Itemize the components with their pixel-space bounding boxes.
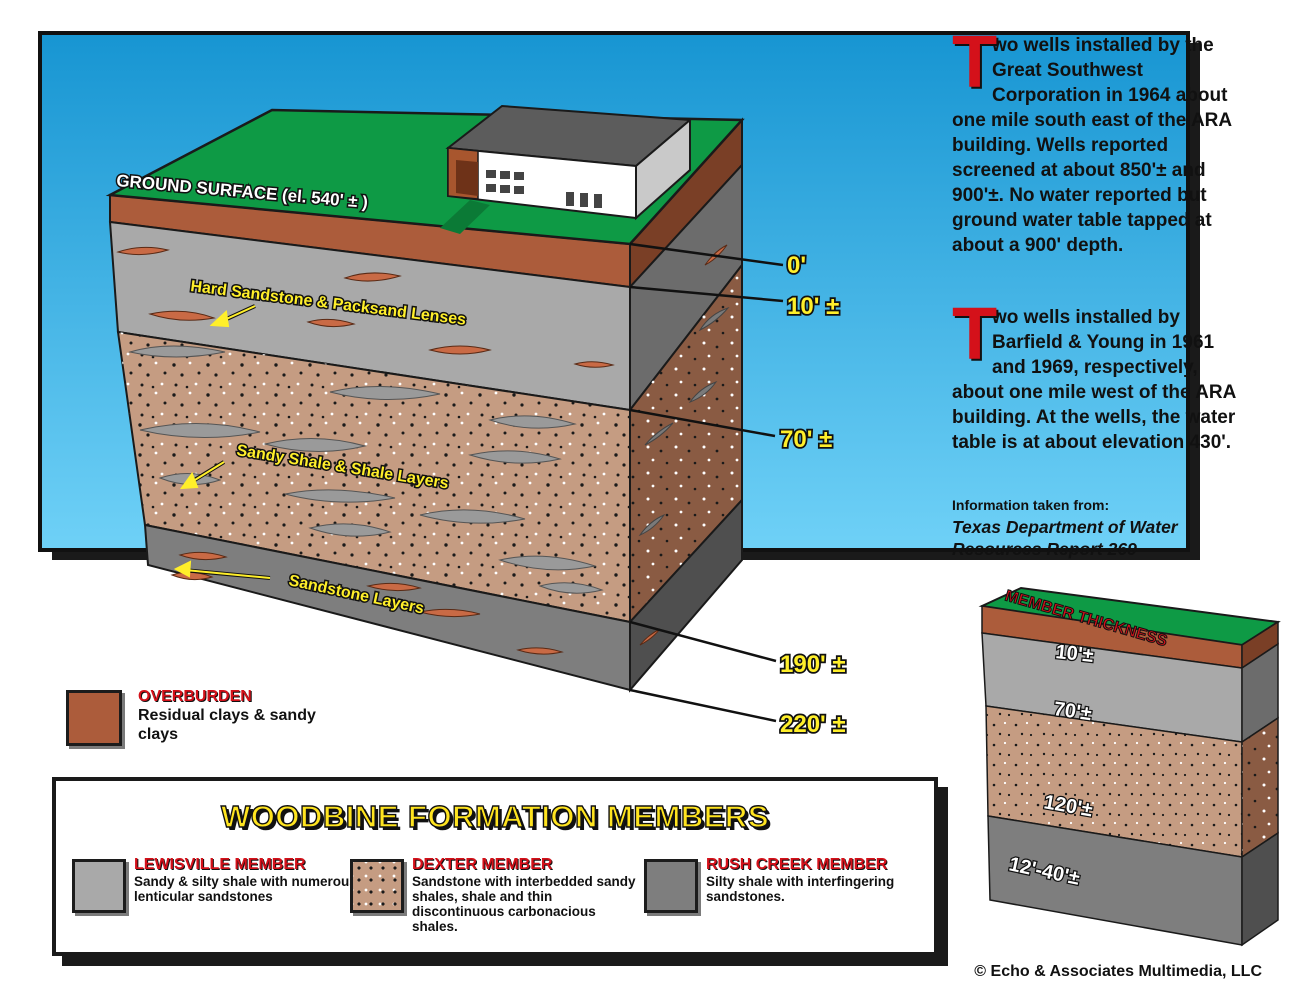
depth-label-70: 70' ± [780, 426, 832, 453]
rush-creek-description: Silty shale with interfingering sandston… [706, 874, 895, 904]
legend-title: WOODBINE FORMATION MEMBERS [220, 798, 769, 834]
source-heading: Information taken from: [952, 497, 1110, 513]
depth-label-10: 10' ± [787, 293, 839, 320]
block-front-face [108, 193, 631, 692]
member-thickness-block [978, 586, 1281, 947]
legend-item-lewisville: LEWISVILLE MEMBER Sandy & silty shale wi… [72, 856, 357, 946]
thickness-label-10: 10'± [1054, 641, 1094, 667]
note-1-text: wo wells installed by the Great Southwes… [952, 35, 1232, 256]
rush-creek-swatch [644, 859, 698, 913]
depth-label-220: 220' ± [780, 711, 846, 738]
lewisville-swatch [72, 859, 126, 913]
overburden-text: OVERBURDEN Residual clays & sandy clays [138, 688, 358, 744]
dexter-lenses [128, 345, 604, 594]
rush-creek-title: RUSH CREEK MEMBER [706, 856, 888, 873]
depth-label-0: 0' [787, 252, 806, 279]
rush-creek-side [629, 497, 743, 693]
block-right-face [629, 117, 743, 693]
note-2-dropcap: T [952, 292, 998, 375]
note-barfield-young: T wo wells installed by Barfield & Young… [952, 292, 1252, 455]
overburden-description: Residual clays & sandy clays [138, 707, 316, 743]
dexter-swatch [350, 859, 404, 913]
lewisville-lenses [116, 246, 615, 368]
lewisville-description: Sandy & silty shale with numerous lentic… [134, 874, 357, 904]
dexter-title: DEXTER MEMBER [412, 856, 553, 873]
copyright-notice: © Echo & Associates Multimedia, LLC [974, 963, 1262, 980]
overburden-key: OVERBURDEN Residual clays & sandy clays [66, 688, 366, 752]
dexter-front-dots [118, 332, 630, 622]
note-1-dropcap: T [952, 20, 998, 103]
legend-item-dexter: DEXTER MEMBER Sandstone with interbedded… [350, 856, 640, 946]
overburden-title: OVERBURDEN [138, 688, 252, 705]
lewisville-title: LEWISVILLE MEMBER [134, 856, 306, 873]
building-icon [440, 104, 693, 234]
source-citation: Texas Department of Water Resources Repo… [952, 517, 1178, 559]
woodbine-legend: WOODBINE FORMATION MEMBERS LEWISVILLE ME… [52, 777, 938, 956]
dexter-side-dots [630, 265, 742, 622]
source-info: Information taken from: Texas Department… [952, 497, 1252, 560]
dexter-description: Sandstone with interbedded sandy shales,… [412, 874, 636, 934]
legend-item-rush-creek: RUSH CREEK MEMBER Silty shale with inter… [644, 856, 934, 946]
rush-creek-lenses [170, 551, 564, 655]
callout-arrows-fill [173, 305, 271, 579]
overburden-swatch [66, 690, 122, 746]
depth-leader-lines [629, 242, 784, 723]
note-2-text: wo wells installed by Barfield & Young i… [952, 307, 1236, 453]
note-great-southwest: T wo wells installed by the Great Southw… [952, 20, 1252, 258]
thickness-label-70: 70'± [1052, 698, 1093, 725]
depth-label-190: 190' ± [780, 651, 846, 678]
